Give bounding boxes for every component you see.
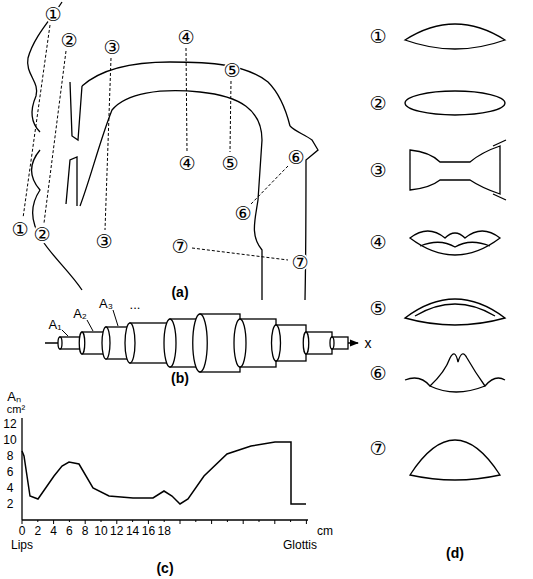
axis-tick bbox=[274, 520, 275, 524]
callout-number: ② bbox=[369, 94, 386, 113]
tube-face bbox=[193, 314, 208, 372]
axis-tick bbox=[37, 520, 38, 522]
panel-label: (b) bbox=[171, 371, 189, 385]
callout-number: ② bbox=[60, 31, 77, 50]
panel-label: (c) bbox=[156, 561, 173, 575]
symbol-label: A₃ bbox=[99, 297, 113, 310]
callout-number: ⑦ bbox=[291, 253, 308, 272]
axis-tick bbox=[53, 520, 54, 524]
axis-tick-label: 14 bbox=[126, 525, 139, 537]
callout-number: ④ bbox=[369, 233, 386, 252]
callout-number: ⑤ bbox=[221, 154, 238, 173]
symbol-label: x bbox=[365, 336, 372, 350]
sagittal-outline bbox=[28, 2, 318, 300]
callout-number: ⑦ bbox=[369, 439, 386, 458]
cross-sections bbox=[405, 24, 506, 480]
tube-face bbox=[102, 327, 110, 359]
tube-face bbox=[58, 337, 62, 349]
axis-label: cm bbox=[317, 525, 333, 537]
axis-label: Glottis bbox=[283, 539, 317, 551]
axis-tick bbox=[306, 520, 307, 524]
axis-label: cm² bbox=[7, 404, 25, 415]
section-lines bbox=[23, 25, 288, 260]
callout-number: ④ bbox=[178, 154, 195, 173]
callout-number: ③ bbox=[95, 232, 112, 251]
tube-face bbox=[234, 319, 246, 367]
axis-tick bbox=[195, 520, 196, 522]
axis-tick-label: 0 bbox=[19, 525, 26, 537]
axis-tick-label: 4 bbox=[50, 525, 57, 537]
callout-number: ① bbox=[44, 5, 61, 24]
callout-number: ⑥ bbox=[287, 148, 304, 167]
panel-label: (d) bbox=[446, 546, 464, 560]
axis-tick bbox=[22, 520, 23, 524]
symbol-label: ... bbox=[130, 298, 141, 311]
tube-face bbox=[79, 332, 85, 354]
axis-tick-label: 12 bbox=[110, 525, 123, 537]
symbol-label: A₂ bbox=[73, 307, 87, 320]
axis-tick bbox=[211, 520, 212, 524]
axis-tick-label: 8 bbox=[82, 525, 89, 537]
axis-tick-label: 10 bbox=[94, 525, 107, 537]
axis-tick bbox=[85, 520, 86, 524]
tube-model bbox=[45, 310, 358, 372]
axis-tick bbox=[290, 520, 291, 522]
symbol-label: A₁ bbox=[48, 318, 61, 331]
axis-tick bbox=[243, 520, 244, 524]
tube-face bbox=[125, 323, 135, 363]
tube-face bbox=[164, 319, 176, 367]
callout-number: ① bbox=[369, 27, 386, 46]
axis-tick bbox=[69, 520, 70, 522]
callout-number: ⑤ bbox=[223, 61, 240, 80]
callout-number: ⑥ bbox=[234, 204, 251, 223]
axis-tick bbox=[148, 520, 149, 524]
axis-tick-label: 16 bbox=[142, 525, 155, 537]
axis-tick-label: 2 bbox=[34, 525, 41, 537]
callout-number: ④ bbox=[177, 28, 194, 47]
axis-tick bbox=[227, 520, 228, 522]
callout-number: ③ bbox=[369, 161, 386, 180]
axis-tick-label: 6 bbox=[7, 466, 14, 478]
axis-tick-label: 8 bbox=[7, 450, 14, 462]
tube-face bbox=[330, 337, 334, 349]
axis-tick-label: 18 bbox=[158, 525, 171, 537]
callout-number: ② bbox=[33, 225, 50, 244]
area-function-graph bbox=[22, 418, 308, 524]
axis-tick bbox=[164, 520, 165, 522]
axis-tick-label: 4 bbox=[7, 482, 14, 494]
axis-label: Lips bbox=[11, 539, 33, 551]
tube-face bbox=[272, 325, 281, 361]
axis-tick bbox=[180, 520, 181, 524]
axis-tick bbox=[116, 520, 117, 524]
tube-section bbox=[306, 332, 332, 354]
axis-tick-label: 2 bbox=[7, 498, 14, 510]
tube-face bbox=[303, 332, 309, 354]
axis-tick-label: 6 bbox=[66, 525, 73, 537]
callout-number: ⑦ bbox=[171, 237, 188, 256]
callout-number: ⑥ bbox=[369, 364, 386, 383]
callout-number: ① bbox=[11, 220, 28, 239]
axis-tick bbox=[259, 520, 260, 522]
axis-tick bbox=[101, 520, 102, 522]
panel-label: (a) bbox=[171, 285, 188, 299]
callout-number: ③ bbox=[103, 38, 120, 57]
axis-tick-label: 10 bbox=[3, 434, 16, 446]
callout-number: ⑤ bbox=[369, 299, 386, 318]
axis-tick bbox=[132, 520, 133, 522]
axis-label: Aₙ bbox=[7, 390, 21, 403]
axis-tick-label: 12 bbox=[3, 418, 16, 430]
